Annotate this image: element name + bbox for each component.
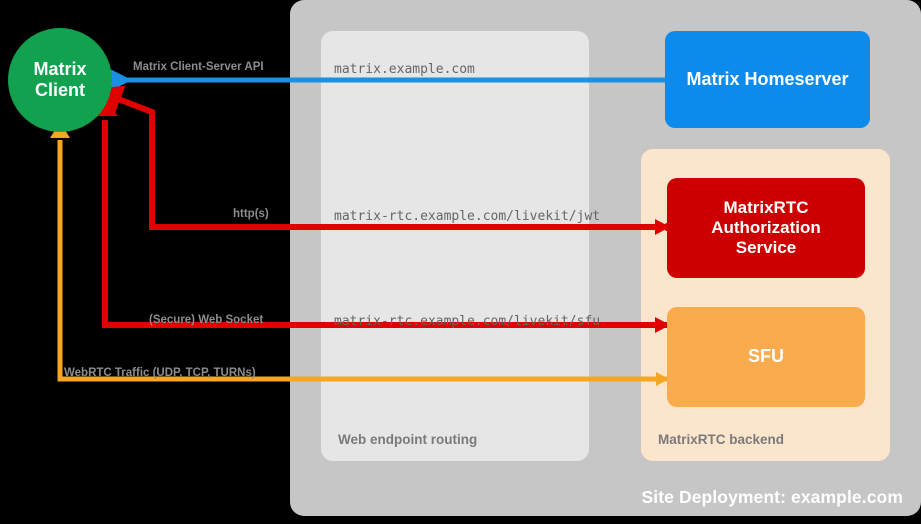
site-deployment-label: Site Deployment: example.com bbox=[641, 487, 903, 507]
arrowhead-auth-service bbox=[655, 219, 670, 235]
connection-label-webrtc: WebRTC Traffic (UDP, TCP, TURNs) bbox=[64, 367, 256, 379]
arrow-websocket-to-sfu bbox=[102, 120, 667, 328]
auth-service-label-line3: Service bbox=[735, 238, 797, 258]
auth-service-label-line2: Authorization bbox=[711, 217, 821, 237]
sfu-node[interactable]: SFU bbox=[667, 307, 865, 407]
matrixrtc-backend-label: MatrixRTC backend bbox=[658, 432, 785, 447]
sfu-label: SFU bbox=[748, 346, 784, 367]
connection-label-https: http(s) bbox=[233, 208, 269, 220]
arrow-webrtc-traffic bbox=[57, 140, 667, 382]
arrow-https-to-auth-service bbox=[92, 85, 689, 242]
web-endpoint-routing-label: Web endpoint routing bbox=[338, 432, 478, 447]
arrowhead-sfu-webrtc bbox=[656, 372, 669, 386]
connection-label-matrix-api: Matrix Client-Server API bbox=[133, 61, 264, 73]
connection-label-websocket: (Secure) Web Socket bbox=[149, 314, 264, 326]
matrix-client-label-line2: Client bbox=[34, 80, 85, 100]
matrix-homeserver-label: Matrix Homeserver bbox=[686, 68, 849, 89]
matrix-client-label-line1: Matrix bbox=[33, 58, 87, 79]
matrix-homeserver-node[interactable]: Matrix Homeserver bbox=[665, 31, 870, 128]
endpoint-label-livekit-sfu: matrix-rtc.example.com/livekit/sfu bbox=[334, 314, 601, 329]
endpoint-label-matrix: matrix.example.com bbox=[334, 62, 475, 77]
matrixrtc-authorization-service-node[interactable]: MatrixRTC Authorization Service bbox=[667, 178, 865, 278]
matrix-client-node[interactable]: Matrix Client bbox=[8, 28, 112, 132]
endpoint-label-livekit-jwt: matrix-rtc.example.com/livekit/jwt bbox=[334, 209, 601, 224]
arrowhead-sfu-websocket bbox=[655, 317, 670, 333]
auth-service-label-line1: MatrixRTC bbox=[723, 197, 809, 217]
